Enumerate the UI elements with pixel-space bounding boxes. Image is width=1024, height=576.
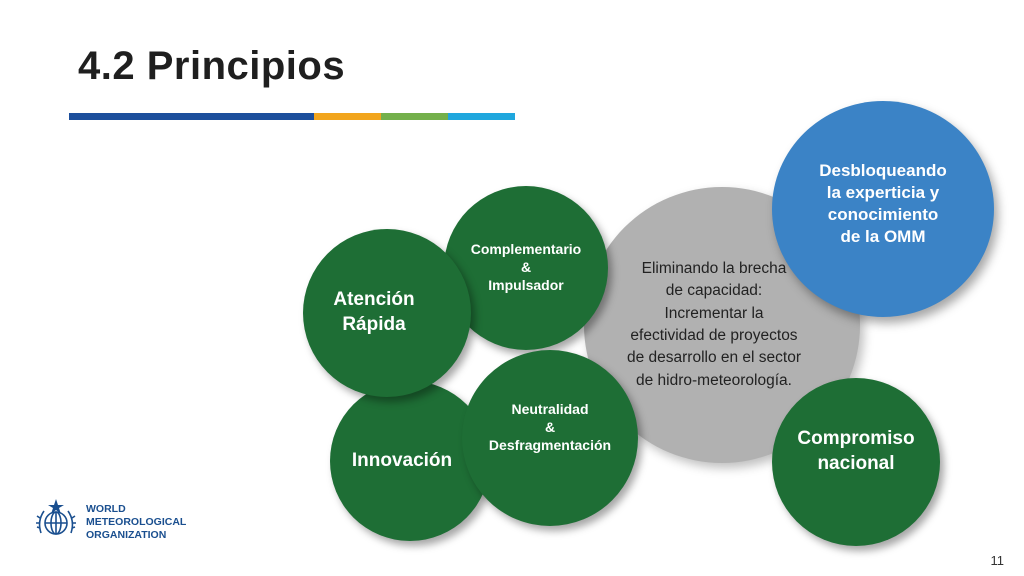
atencion-text: Atención Rápida <box>333 289 415 335</box>
neutralidad-circle: Neutralidad & Desfragmentación <box>462 350 638 526</box>
title-underline-cyan <box>448 113 515 120</box>
complementario-text: Complementario & Impulsador <box>470 240 582 294</box>
innovacion-circle: Innovación <box>330 381 490 541</box>
wmo-logo-text: WORLD METEOROLOGICAL ORGANIZATION <box>86 503 186 542</box>
innovacion-text: Innovación <box>351 449 453 471</box>
center-circle-text: Eliminando la brecha de capacidad: Incre… <box>626 259 802 389</box>
compromiso-text: Compromiso nacional <box>797 428 915 474</box>
neutralidad-text: Neutralidad & Desfragmentación <box>488 400 612 454</box>
wmo-emblem-icon <box>36 499 76 535</box>
title-underline-orange <box>314 113 381 120</box>
atencion-circle: Atención Rápida <box>303 229 471 397</box>
slide-title: 4.2 Principios <box>78 44 346 88</box>
title-underline-green <box>381 113 448 120</box>
logo-line-2: METEOROLOGICAL <box>86 516 187 529</box>
complementario-circle: Complementario & Impulsador <box>444 186 608 350</box>
logo-line-1: WORLD <box>86 503 126 515</box>
logo-line-3: ORGANIZATION <box>86 529 167 542</box>
title-underline-blue <box>69 113 314 120</box>
desbloqueando-text: Desbloqueando la experticia y conocimien… <box>819 160 947 247</box>
desbloqueando-circle: Desbloqueando la experticia y conocimien… <box>772 101 994 317</box>
compromiso-circle: Compromiso nacional <box>772 378 940 546</box>
page-number: 11 <box>990 553 1005 568</box>
